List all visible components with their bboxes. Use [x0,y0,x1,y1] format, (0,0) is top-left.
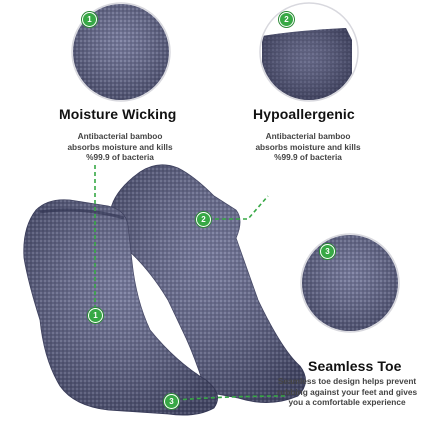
moisture-wicking-description: Antibacterial bamboo absorbs moisture an… [55,131,185,163]
badge-3-sock: 3 [164,394,179,409]
hypo-desc-line-3: %99.9 of bacteria [274,152,342,162]
moisture-wicking-title: Moisture Wicking [59,106,177,122]
hypo-desc-line-2: absorbs moisture and kills [255,141,361,152]
toe-desc-line-1: Seamless toe design helps prevent [277,376,417,386]
connector-lines [94,165,287,401]
badge-2-top: 2 [279,12,294,27]
badge-1-sock: 1 [88,308,103,323]
seamless-toe-title: Seamless Toe [308,358,402,374]
moisture-desc-line-2: absorbs moisture and kills [67,141,173,152]
hypo-desc-line-1: Antibacterial bamboo [265,131,351,141]
moisture-desc-line-1: Antibacterial bamboo [77,131,163,141]
moisture-desc-line-3: %99.9 of bacteria [86,152,154,162]
badge-3-circle: 3 [320,244,335,259]
hypoallergenic-description: Antibacterial bamboo absorbs moisture an… [243,131,373,163]
sock-front [23,199,218,416]
zoom-circle-hypoallergenic [259,2,359,102]
hypoallergenic-title: Hypoallergenic [253,106,355,122]
toe-desc-line-2: rubbing against your feet and gives [276,386,418,397]
zoom-circle-seamless-toe [300,233,400,333]
badge-2-sock: 2 [196,212,211,227]
badge-1-top: 1 [82,12,97,27]
toe-desc-line-3: you a comfortable experience [288,397,406,407]
connector-seamless-toe [175,395,287,401]
seamless-toe-description: Seamless toe design helps prevent rubbin… [272,376,422,408]
